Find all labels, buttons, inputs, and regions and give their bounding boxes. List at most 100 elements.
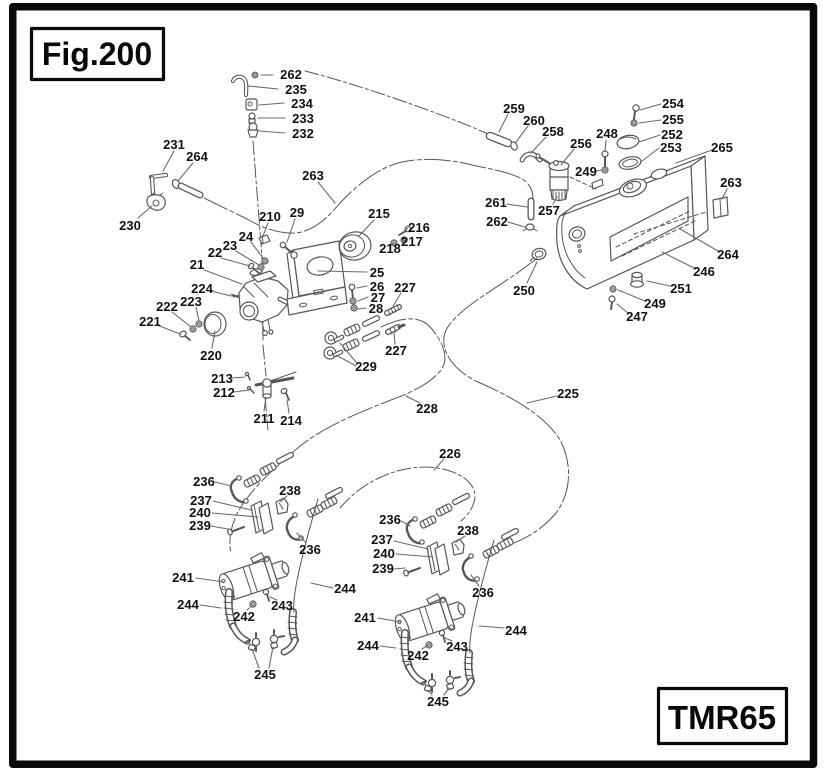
part-label-222: 222 [156, 299, 178, 314]
gasket-253 [618, 156, 642, 170]
model-code-box: TMR65 [656, 686, 789, 746]
leader-line-265 [675, 149, 713, 164]
fuel-filter-group [535, 153, 597, 202]
spring-227-upper [384, 304, 402, 316]
leader-line-236 [400, 520, 411, 527]
leader-line-218 [390, 243, 395, 246]
part-label-245: 245 [427, 694, 449, 709]
part-label-253: 253 [660, 140, 682, 155]
leader-line-245 [251, 648, 260, 669]
carburetor-body-21 [232, 268, 293, 337]
carburetor-group [179, 225, 412, 359]
leader-line-224 [210, 290, 232, 297]
leader-line-239 [393, 567, 406, 570]
leader-line-234 [258, 102, 285, 106]
part-label-230: 230 [119, 218, 141, 233]
part-label-257: 257 [538, 203, 560, 218]
leader-line-246 [661, 251, 695, 269]
filler-cap-parts [616, 104, 642, 170]
leader-line-247 [616, 303, 629, 314]
part-label-237: 237 [190, 493, 212, 508]
leader-line-236 [214, 481, 232, 487]
leader-line-245 [443, 687, 450, 696]
part-label-244: 244 [177, 597, 199, 612]
leader-line-29 [286, 218, 296, 243]
leader-line-253 [641, 147, 660, 162]
leader-line-28 [357, 307, 367, 310]
leader-line-23 [235, 250, 260, 266]
leader-line-229 [339, 342, 357, 363]
handle-group [244, 371, 297, 401]
leader-line-231 [162, 150, 175, 172]
leader-line-255 [638, 119, 662, 124]
cover-disc-220 [203, 311, 227, 337]
leader-line-241 [377, 617, 402, 623]
pipe-231 [148, 172, 169, 196]
page-border-frame [9, 3, 818, 768]
leader-line-227 [392, 292, 402, 307]
part-label-243: 243 [271, 598, 293, 613]
vent-fittings-group [230, 71, 259, 138]
leader-line-243 [444, 637, 453, 642]
part-label-221: 221 [139, 314, 161, 329]
elbow-234 [245, 98, 258, 111]
part-label-262: 262 [486, 214, 508, 229]
bolt-216 [398, 225, 412, 236]
part-label-244: 244 [357, 638, 379, 653]
figure-number-box: Fig.200 [29, 26, 166, 82]
leader-line-264 [177, 162, 194, 182]
leader-line-244 [379, 645, 397, 649]
part-label-225: 225 [557, 386, 579, 401]
part-label-251: 251 [670, 281, 692, 296]
leader-line-258 [530, 136, 547, 154]
leader-line-239 [210, 525, 229, 530]
pin-213 [244, 371, 251, 381]
leader-line-263 [317, 181, 336, 204]
part-label-240: 240 [373, 546, 395, 561]
cap-252 [616, 134, 640, 150]
part-label-21: 21 [190, 257, 204, 272]
filter-body-257 [549, 176, 569, 202]
tank-inlet-fittings [485, 131, 543, 163]
part-label-254: 254 [662, 96, 684, 111]
washer-249-top [601, 166, 609, 174]
pump-assembly-right [390, 493, 519, 693]
part-label-236: 236 [472, 585, 494, 600]
leader-line-250 [526, 261, 538, 284]
leader-line-240 [211, 512, 259, 518]
tank-hidden-hose-264 [633, 211, 707, 235]
leader-line-26 [356, 285, 368, 289]
part-label-243: 243 [446, 639, 468, 654]
tank-gauge [568, 226, 586, 253]
part-label-226: 226 [439, 446, 461, 461]
part-label-241: 241 [172, 570, 194, 585]
leader-line-22 [220, 257, 251, 267]
screw-22 [247, 262, 261, 275]
part-label-263: 263 [302, 168, 324, 183]
part-label-242: 242 [407, 648, 429, 663]
bolt-254 [632, 104, 640, 120]
part-label-215: 215 [368, 206, 390, 221]
part-label-238: 238 [457, 523, 479, 538]
part-label-232: 232 [292, 126, 314, 141]
leader-line-210 [262, 222, 269, 237]
fitting-227-lower [385, 323, 406, 335]
part-label-27: 27 [371, 290, 385, 305]
leader-lines-layer [137, 74, 728, 696]
part-label-231: 231 [163, 137, 185, 152]
part-label-249: 249 [575, 164, 597, 179]
leader-line-264 [679, 228, 719, 252]
part-label-244: 244 [505, 623, 527, 638]
part-label-247: 247 [626, 309, 648, 324]
hose-228-line [229, 318, 446, 554]
leader-line-260 [515, 125, 529, 143]
clip-210 [258, 234, 271, 245]
part-label-234: 234 [291, 96, 313, 111]
part-label-258: 258 [542, 124, 564, 139]
part-label-227: 227 [385, 343, 407, 358]
leader-line-254 [639, 103, 662, 111]
drain-fitting-251 [629, 271, 644, 288]
part-label-236: 236 [299, 542, 321, 557]
washer-249-bottom [609, 285, 617, 293]
leader-line-248 [604, 139, 607, 152]
